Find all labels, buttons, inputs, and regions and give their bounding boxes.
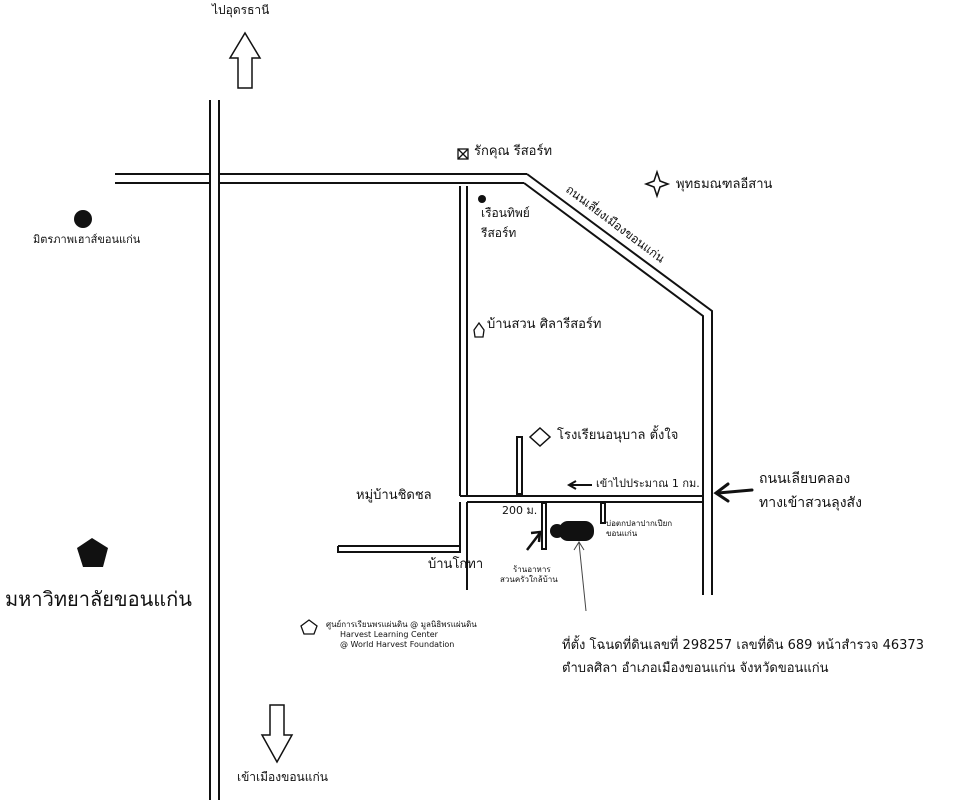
moobaan-label: หมู่บ้านชิดชล — [356, 488, 432, 503]
distance-label: เข้าไปประมาณ 1 กม. — [596, 477, 700, 490]
rueanthip-dot-icon — [478, 195, 486, 203]
address-line2: ตำบลศิลา อำเภอเมืองขอนแก่น จังหวัดขอนแก่… — [562, 661, 829, 676]
rueanthip-label-line2: รีสอร์ท — [481, 226, 517, 240]
direction-north-label: ไปอุดรธานี — [212, 3, 270, 17]
side-road-label-line2: ทางเข้าสวนลุงสัง — [759, 495, 862, 511]
harvest-label-line2: Harvest Learning Center — [340, 630, 438, 639]
stub-school — [516, 436, 523, 495]
harvest-label-line1: ศูนย์การเรียนพรแผ่นดิน @ มูลนิธิพรแผ่นดิ… — [326, 620, 477, 629]
university-label: มหาวิทยาลัยขอนแก่น — [5, 587, 192, 611]
baankotha-label: บ้านโกทา — [428, 557, 484, 572]
phutthamonthon-label: พุทธมณฑลอีสาน — [676, 177, 773, 192]
rakkhun-marker-icon — [457, 148, 469, 160]
rakkhun-label: รักคุณ รีสอร์ท — [474, 144, 553, 159]
fishpond-label-line1: บ่อตกปลาปากเปียก — [606, 519, 673, 528]
address-line1: ที่ตั้ง โฉนดที่ดินเลขที่ 298257 เลขที่ดิ… — [562, 638, 924, 653]
restaurant-label-line1: ร้านอาหาร — [513, 565, 551, 574]
village-road — [337, 545, 461, 553]
mittraphap-dot-icon — [74, 210, 92, 228]
side-road-arrow-icon — [713, 482, 754, 503]
short-distance-label: 200 ม. — [502, 504, 538, 517]
restaurant-label-line2: สวนครัวใกล้บ้าน — [500, 575, 558, 584]
stub-200m — [541, 502, 547, 550]
harvest-label-line3: @ World Harvest Foundation — [340, 640, 455, 649]
address-leader-line — [573, 541, 587, 612]
temple-star-icon — [643, 169, 671, 199]
school-diamond-icon — [528, 426, 552, 448]
north-arrow-icon — [228, 31, 262, 89]
school-label: โรงเรียนอนุบาล ตั้งใจ — [557, 428, 679, 443]
baansuan-label: บ้านสวน ศิลารีสอร์ท — [487, 317, 602, 332]
direction-south-label: เข้าเมืองขอนแก่น — [237, 770, 328, 784]
mittraphap-label: มิตรภาพเฮาส์ขอนแก่น — [33, 233, 141, 246]
fishpond-label-line2: ขอนแก่น — [606, 529, 638, 538]
diagonal-road-outer — [526, 173, 713, 595]
stub-fishpond — [600, 502, 606, 524]
distance-arrow-icon — [566, 480, 592, 490]
baansuan-house-icon — [473, 321, 485, 338]
harvest-pentagon-icon — [300, 619, 318, 635]
university-pentagon-icon — [77, 538, 108, 567]
side-road-label-line1: ถนนเลียบคลอง — [759, 471, 851, 487]
fishpond-location-icon — [550, 521, 594, 541]
rueanthip-label-line1: เรือนทิพย์ — [481, 206, 530, 220]
restaurant-arrow-icon — [526, 530, 542, 551]
south-arrow-icon — [260, 704, 294, 764]
